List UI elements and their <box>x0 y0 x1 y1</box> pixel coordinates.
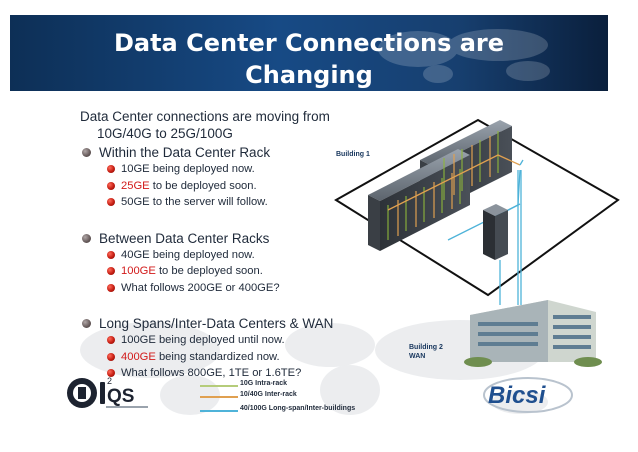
highlight-text: 100GE <box>121 265 156 277</box>
legend-swatch <box>200 385 238 387</box>
legend-label: 10/40G Inter-rack <box>240 391 297 398</box>
legend-label: 40/100G Long-span/Inter-buildings <box>240 405 356 412</box>
legend-swatch <box>200 410 238 412</box>
i2qs-logo: QS 2 <box>67 376 148 408</box>
red-bullet-icon <box>107 198 115 206</box>
list-item: 40GE being deployed now. <box>80 247 380 264</box>
core-switch <box>483 204 508 260</box>
red-bullet-icon <box>107 250 115 259</box>
item-text: 40GE being deployed now. <box>121 248 255 261</box>
item-text: being standardized now. <box>155 350 280 363</box>
building2-label-line2: WAN <box>409 353 426 360</box>
legend-item: 10/40G Inter-rack <box>200 391 400 401</box>
rack-row-middle <box>368 149 470 251</box>
list-item: 10GE being deployed now. <box>80 161 380 178</box>
bullet-icon <box>82 148 91 157</box>
logo-left-text: QS <box>107 386 134 407</box>
red-bullet-icon <box>107 369 115 377</box>
item-text: to be deployed soon. <box>155 265 263 277</box>
section-heading-long-spans: Long Spans/Inter-Data Centers & WAN <box>80 315 380 332</box>
list-item: What follows 800GE, 1TE or 1.6TE? <box>80 365 380 382</box>
background-map-graphic <box>80 320 548 415</box>
section-heading-text: Long Spans/Inter-Data Centers & WAN <box>99 316 334 331</box>
bullet-icon <box>82 233 91 243</box>
intro-line2: 10G/40G to 25G/100G <box>97 126 233 141</box>
legend-swatch <box>200 396 238 398</box>
bicsi-logo: Bicsi <box>483 377 573 413</box>
bullet-icon <box>82 319 91 328</box>
world-map-graphic <box>378 29 550 83</box>
item-text: What follows 800GE, 1TE or 1.6TE? <box>121 367 302 379</box>
section-heading-text: Between Data Center Racks <box>99 230 270 246</box>
legend-item: 40/100G Long-span/Inter-buildings <box>200 405 400 415</box>
red-bullet-icon <box>107 352 115 361</box>
building2-label: Building 2 WAN <box>409 343 443 361</box>
logo-left-sup: 2 <box>107 376 112 386</box>
intro-line1: Data Center connections are moving from <box>80 109 330 124</box>
building2-label-line1: Building 2 <box>409 344 443 351</box>
datacenter-diagram <box>334 118 620 367</box>
list-item: 100GE being deployed until now. <box>80 332 380 349</box>
list-item: What follows 200GE or 400GE? <box>80 280 380 297</box>
item-text: 50GE to the server will follow. <box>121 196 268 208</box>
slide-title: Data Center Connections are Changing <box>10 27 608 91</box>
building2-graphic <box>464 300 602 367</box>
building1-outline <box>334 118 620 297</box>
item-text: to be deployed soon. <box>149 179 257 192</box>
section-heading-text: Within the Data Center Rack <box>99 145 271 160</box>
bullet-content: Data Center connections are moving from … <box>80 108 380 382</box>
red-bullet-icon <box>107 336 115 344</box>
highlight-text: 400GE <box>121 350 156 363</box>
red-bullet-icon <box>107 283 115 292</box>
section-heading-rack: Within the Data Center Rack <box>80 144 380 161</box>
item-text: 100GE being deployed until now. <box>121 334 285 346</box>
item-text: What follows 200GE or 400GE? <box>121 281 280 294</box>
slide-title-line1: Data Center Connections are <box>113 29 505 57</box>
list-item: 50GE to the server will follow. <box>80 194 380 211</box>
list-item: 400GE being standardized now. <box>80 349 380 366</box>
item-text: 10GE being deployed now. <box>121 163 255 175</box>
intro-paragraph: Data Center connections are moving from … <box>80 108 380 142</box>
title-bar: Data Center Connections are Changing <box>10 15 608 91</box>
highlight-text: 25GE <box>121 179 150 192</box>
list-item: 100GE to be deployed soon. <box>80 263 380 280</box>
legend-item: 10G Intra-rack <box>200 380 400 390</box>
red-bullet-icon <box>107 165 115 173</box>
red-bullet-icon <box>107 267 115 275</box>
red-bullet-icon <box>107 181 115 190</box>
section-heading-between-racks: Between Data Center Racks <box>80 230 380 247</box>
legend-label: 10G Intra-rack <box>240 380 288 387</box>
list-item: 25GE to be deployed soon. <box>80 178 380 195</box>
slide-title-line2: Changing <box>245 61 373 89</box>
building1-label: Building 1 <box>336 151 370 158</box>
logo-right-text: Bicsi <box>488 382 547 409</box>
cable-legend: 10G Intra-rack 10/40G Inter-rack 40/100G… <box>200 378 400 418</box>
